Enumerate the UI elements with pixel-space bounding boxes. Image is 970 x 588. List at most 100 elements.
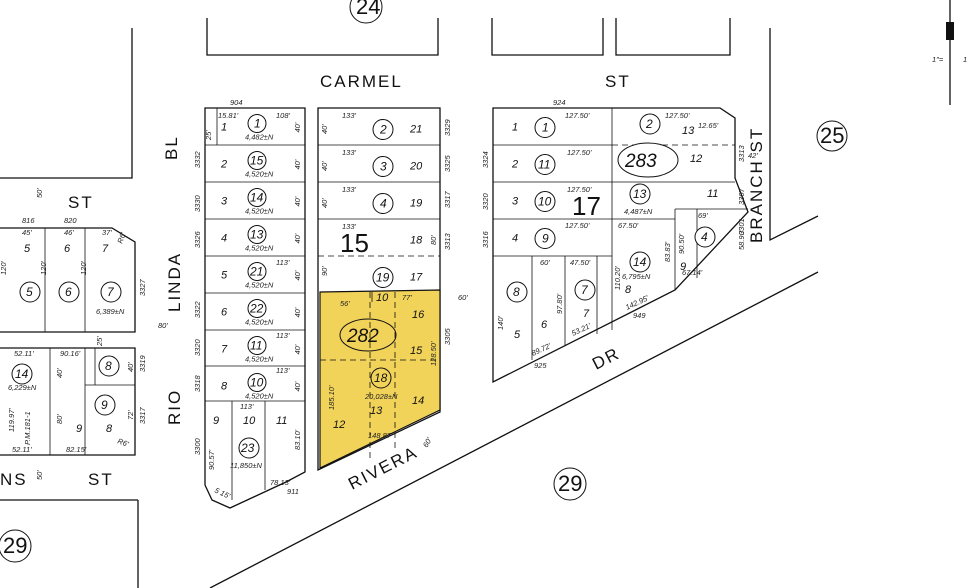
parcel-number[interactable]: 4 <box>380 197 387 211</box>
map-annotation: 3332 <box>193 150 202 168</box>
lot-width: 40' <box>293 344 302 354</box>
parcel-282-lines <box>320 292 440 460</box>
block-17 <box>492 107 749 384</box>
parcel-circle <box>534 117 556 138</box>
map-annotation: 40' <box>320 198 329 208</box>
map-annotation: 16 <box>412 309 425 321</box>
map-annotation: 127.50' <box>665 111 690 120</box>
parcel-number[interactable]: 15 <box>250 154 264 168</box>
parcel-circle <box>247 299 267 318</box>
map-annotation: 15 <box>410 345 423 357</box>
parcel-282-details: 56' 77' 10 16 15 128.50' 18 20,028±N 185… <box>327 292 438 440</box>
parcel-number[interactable]: 11 <box>538 158 550 172</box>
parcel-number[interactable]: 9 <box>542 232 549 246</box>
parcel-number[interactable]: 1 <box>542 121 549 135</box>
map-annotation: 25' <box>95 336 104 347</box>
lot-number: 3 <box>221 196 228 208</box>
map-annotation: 90' <box>320 266 329 276</box>
parcel-number[interactable]: 10 <box>250 376 264 390</box>
map-annotation: 80' <box>55 414 64 424</box>
map-annotation: 3317 <box>443 190 452 208</box>
map-annotation: 82.15' <box>66 445 87 454</box>
map-annotation: 56' <box>340 299 350 308</box>
parcel-number[interactable]: 19 <box>376 271 390 285</box>
map-annotation: 127.50' <box>565 221 590 230</box>
map-annotation: 97.80' <box>555 293 564 314</box>
map-annotation: 80' <box>158 321 168 330</box>
lot-width: 40' <box>293 122 302 132</box>
parcel-area: 4,520±N <box>245 207 274 216</box>
parcel-area: 4,520±N <box>245 392 274 401</box>
block-25-label: 25 <box>820 123 844 148</box>
lot-depth: 133' <box>342 111 357 120</box>
map-annotation: 46' <box>64 228 74 237</box>
parcel-area: 4,520±N <box>245 170 274 179</box>
map-annotation: 148.87' <box>368 431 393 440</box>
block-24-circle <box>349 0 383 24</box>
map-annotation: 67.50' <box>618 221 639 230</box>
lot-depth: 133' <box>342 222 357 231</box>
parcel-area: 4,482±N <box>245 133 274 142</box>
lot-number: 19 <box>410 198 422 210</box>
map-annotation: 83.83' <box>663 241 672 262</box>
map-annotation: 52.11' <box>14 349 34 358</box>
parcel-number[interactable]: 3 <box>380 160 387 174</box>
map-annotation: 3327 <box>138 278 147 296</box>
map-282-label: 282 <box>346 326 379 347</box>
map-annotation: 11,850±N <box>230 461 262 470</box>
parcel-number[interactable]: 22 <box>249 302 264 316</box>
parcel-circle <box>534 191 556 212</box>
lot-width: 40' <box>293 159 302 169</box>
map-annotation: 77' <box>402 293 412 302</box>
parcel-circle <box>247 262 267 281</box>
parcel-number[interactable]: 14 <box>250 191 264 205</box>
map-annotation: 5 15' <box>213 486 232 501</box>
map-annotation: 3322 <box>193 300 202 318</box>
street-ns: NS <box>0 470 28 489</box>
map-annotation: 185.10' <box>327 385 336 410</box>
map-annotation: 127.50' <box>567 185 592 194</box>
parcel-number[interactable]: 13 <box>250 228 264 242</box>
map-annotation: 13 <box>682 125 695 137</box>
map-annotation: 90.50' <box>677 233 686 254</box>
map-annotation: 90.16' <box>60 349 81 358</box>
parcel-number[interactable]: 11 <box>250 339 262 353</box>
block-15-label: 15 <box>340 228 369 258</box>
map-annotation: 12 <box>333 419 345 431</box>
lot-number: 5 <box>221 270 228 282</box>
map-annotation: 2 <box>645 117 653 131</box>
map-annotation: 90.57' <box>207 449 216 470</box>
map-annotation: 5 <box>24 243 31 255</box>
map-annotation: 5 <box>26 285 33 299</box>
parcel-number[interactable]: 21 <box>249 265 263 279</box>
map-annotation: 47.50' <box>570 258 591 267</box>
map-annotation: 113' <box>276 331 290 340</box>
street-bl: BL <box>162 135 181 160</box>
block-left <box>0 227 136 456</box>
map-annotation: 127.50' <box>567 148 592 157</box>
map-annotation: 113' <box>240 402 254 411</box>
map-annotation: 120' <box>0 260 8 275</box>
map-annotation: 72' <box>126 410 135 420</box>
parcel-number[interactable]: 10 <box>538 195 552 209</box>
parcel-number[interactable]: 1 <box>254 117 261 131</box>
map-annotation: 14 <box>633 255 647 269</box>
parcel-area: 4,520±N <box>245 244 274 253</box>
scale: 1"= 1 <box>932 0 967 105</box>
map-annotation: 6 <box>541 319 548 331</box>
map-annotation: 8 <box>625 284 632 296</box>
parcel-number[interactable]: 2 <box>379 123 387 137</box>
map-annotation: 1"= <box>932 55 944 64</box>
block-29b-label: 29 <box>3 533 27 558</box>
lot-number: 1 <box>512 122 518 134</box>
parcel-282-highlight[interactable] <box>319 289 441 469</box>
block-17-label: 17 <box>572 191 601 221</box>
map-annotation: 89.72' <box>530 341 553 358</box>
map-annotation: 8 <box>513 285 520 299</box>
map-annotation: 3320 <box>481 192 490 210</box>
map-annotation: 119.97' <box>7 408 16 432</box>
lot-depth: 133' <box>342 185 357 194</box>
